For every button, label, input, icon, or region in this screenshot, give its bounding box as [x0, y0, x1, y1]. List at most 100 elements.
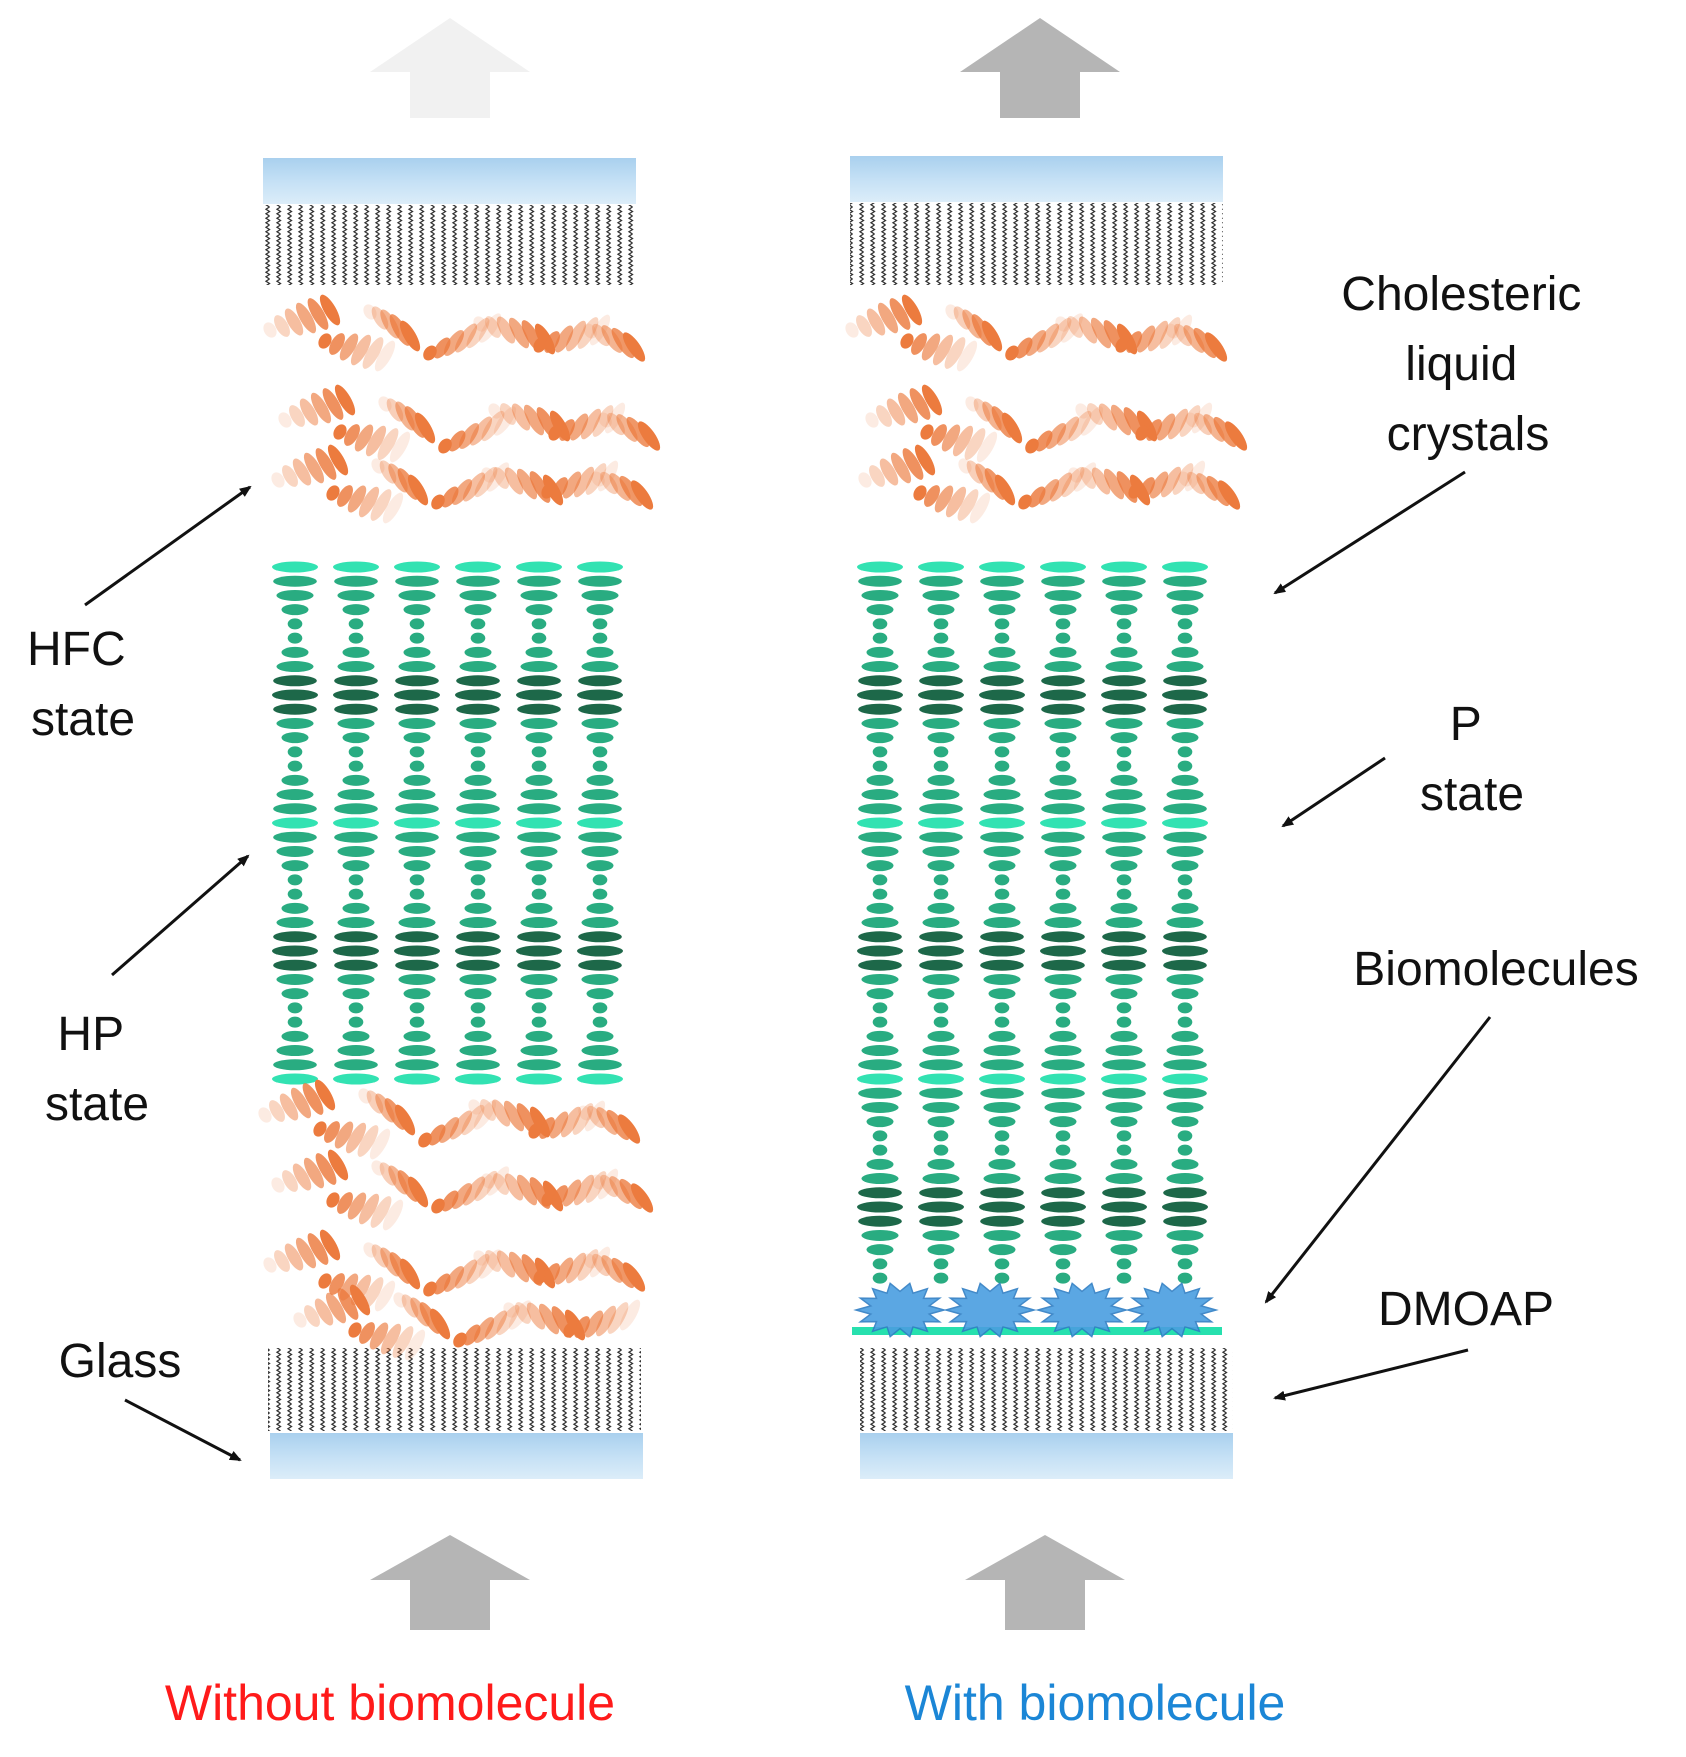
- focal-conic-molecule: [441, 486, 459, 508]
- p-state-molecule: [531, 760, 547, 772]
- p-state-molecule: [872, 632, 888, 644]
- p-state-molecule: [403, 604, 431, 616]
- focal-conic-molecule: [1060, 313, 1084, 343]
- p-state-molecule: [980, 1087, 1024, 1099]
- p-state-molecule: [1041, 803, 1085, 815]
- p-state-molecule: [581, 661, 619, 673]
- p-state-molecule: [1040, 817, 1086, 829]
- focal-conic-molecule: [596, 1107, 618, 1135]
- focal-conic-molecule: [451, 1183, 473, 1209]
- focal-conic-molecule: [488, 403, 502, 419]
- p-state-molecule: [927, 1158, 955, 1170]
- focal-conic-molecule: [889, 298, 911, 330]
- p-state-molecule: [1177, 874, 1193, 886]
- focal-conic-molecule: [585, 1171, 607, 1203]
- p-state-molecule: [1040, 1201, 1086, 1213]
- p-state-molecule: [1163, 1059, 1207, 1071]
- focal-conic-molecule: [347, 1192, 367, 1220]
- focal-conic-molecule: [433, 1273, 451, 1295]
- p-state-molecule: [578, 1059, 622, 1071]
- focal-conic-molecule: [454, 323, 478, 353]
- p-state-molecule: [394, 689, 440, 701]
- p-state-molecule: [581, 789, 619, 801]
- p-state-molecule: [858, 1187, 902, 1199]
- focal-conic-molecule: [1128, 483, 1142, 499]
- p-state-molecule: [342, 988, 370, 1000]
- p-state-molecule: [1166, 845, 1204, 857]
- p-state-molecule: [395, 803, 439, 815]
- p-state-molecule: [1105, 1101, 1143, 1113]
- focal-conic-molecule: [592, 1253, 610, 1277]
- focal-conic-molecule: [1194, 412, 1212, 436]
- p-state-molecule: [1177, 632, 1193, 644]
- p-state-molecule: [409, 760, 425, 772]
- focal-conic-molecule: [493, 1173, 509, 1195]
- focal-conic-molecule: [580, 408, 602, 440]
- p-state-molecule: [1101, 689, 1147, 701]
- p-state-molecule: [1163, 1087, 1207, 1099]
- focal-conic-molecule: [572, 1103, 594, 1135]
- focal-conic-molecule: [326, 1192, 340, 1208]
- p-state-molecule: [983, 661, 1021, 673]
- p-state-molecule: [581, 845, 619, 857]
- p-state-molecule: [403, 1030, 431, 1042]
- focal-conic-molecule: [485, 316, 501, 338]
- focal-conic-molecule: [303, 452, 325, 484]
- focal-conic-molecule: [1068, 410, 1092, 442]
- focal-conic-molecule: [1036, 323, 1060, 353]
- p-state-molecule: [1049, 1030, 1077, 1042]
- focal-conic-molecule: [504, 467, 524, 495]
- p-state-molecule: [1044, 1173, 1082, 1185]
- p-state-molecule: [866, 646, 894, 658]
- p-state-molecule: [272, 561, 318, 573]
- focal-conic-molecule: [515, 1302, 531, 1324]
- p-state-molecule: [273, 831, 317, 843]
- p-state-molecule: [394, 1073, 440, 1085]
- focal-conic-molecule: [348, 1322, 362, 1338]
- p-state-molecule: [1110, 1116, 1138, 1128]
- focal-conic-molecule: [473, 316, 487, 332]
- p-state-molecule: [858, 1059, 902, 1071]
- dmoap-layer-top-right: [850, 203, 1223, 285]
- p-state-molecule: [1110, 1030, 1138, 1042]
- focal-conic-molecule: [345, 1122, 367, 1154]
- p-state-molecule: [1177, 888, 1193, 900]
- focal-conic-molecule: [969, 492, 991, 524]
- focal-conic-molecule: [604, 402, 626, 434]
- focal-conic-molecule: [585, 463, 607, 495]
- p-state-molecule: [337, 917, 375, 929]
- focal-conic-molecule: [601, 1255, 623, 1283]
- focal-conic-molecule: [431, 1198, 445, 1214]
- p-state-molecule: [1166, 1045, 1204, 1057]
- p-state-molecule: [1044, 789, 1082, 801]
- focal-conic-molecule: [282, 465, 298, 487]
- p-state-molecule: [858, 803, 902, 815]
- p-state-molecule: [525, 646, 553, 658]
- p-state-molecule: [866, 1116, 894, 1128]
- biomolecule: [1035, 1282, 1129, 1338]
- p-state-molecule: [861, 1173, 899, 1185]
- focal-conic-molecule: [1038, 479, 1060, 505]
- focal-conic-molecule: [637, 421, 661, 451]
- p-state-molecule: [927, 774, 955, 786]
- p-state-molecule: [922, 661, 960, 673]
- p-state-molecule: [918, 817, 964, 829]
- p-state-molecule: [933, 1258, 949, 1270]
- focal-conic-molecule: [630, 1183, 654, 1213]
- focal-conic-molecule: [589, 1246, 611, 1278]
- p-state-molecule: [342, 1030, 370, 1042]
- liquid-crystal-layer-left: [258, 294, 661, 1361]
- p-state-molecule: [1110, 902, 1138, 914]
- p-state-molecule: [1116, 1002, 1132, 1014]
- p-state-molecule: [1049, 604, 1077, 616]
- focal-conic-molecule: [438, 1117, 460, 1143]
- focal-conic-molecule: [504, 1173, 524, 1201]
- focal-conic-molecule: [609, 1176, 631, 1204]
- focal-conic-molecule: [619, 475, 643, 507]
- p-state-molecule: [861, 717, 899, 729]
- p-state-molecule: [919, 931, 963, 943]
- p-state-molecule: [517, 703, 561, 715]
- p-state-molecule: [866, 604, 894, 616]
- p-state-molecule: [334, 675, 378, 687]
- p-state-molecule: [1116, 1016, 1132, 1028]
